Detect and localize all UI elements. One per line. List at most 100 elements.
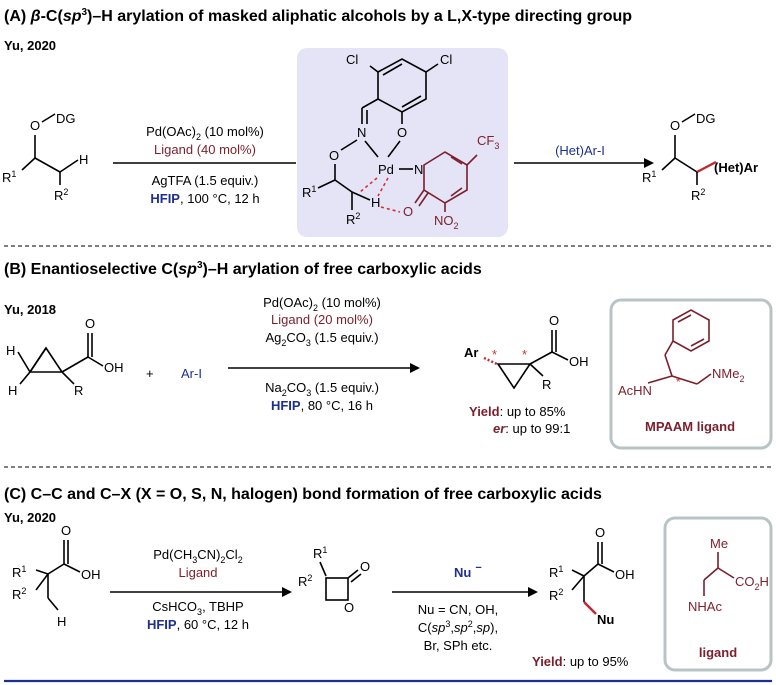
svg-text:Pd: Pd: [378, 162, 394, 177]
section-c-conditions: Pd(CH3CN)2Cl2 Ligand CsHCO3, TBHP HFIP, …: [147, 547, 249, 632]
svg-text:Me: Me: [710, 536, 728, 551]
section-a-reagent: (Het)Ar-I: [555, 143, 605, 158]
section-a-title: (A) β-C(sp3)–H arylation of masked aliph…: [4, 7, 632, 25]
svg-text:Cl: Cl: [346, 52, 358, 67]
svg-text:O: O: [397, 125, 407, 140]
svg-text:*: *: [676, 375, 681, 389]
svg-text:R1: R1: [549, 564, 563, 580]
svg-text:R2: R2: [298, 573, 312, 589]
section-b-yield: Yield: up to 85%: [469, 404, 566, 419]
section-a-conditions: Pd(OAc)2 (10 mol%) Ligand (40 mol%) AgTF…: [146, 124, 264, 206]
svg-text:O: O: [595, 525, 605, 540]
section-c-starting-material: O OH R1 R2 H: [12, 523, 101, 629]
section-c-yield: Yield: up to 95%: [532, 654, 629, 669]
svg-text:R2: R2: [54, 187, 68, 203]
amino-acid-ligand-structure: Me CO2H NHAc ligand: [688, 536, 769, 660]
svg-text:C(sp3,sp2,sp),: C(sp3,sp2,sp),: [418, 619, 498, 635]
svg-text:O: O: [549, 313, 559, 328]
mpaam-ligand-box: [609, 298, 773, 450]
svg-text:H: H: [57, 614, 66, 629]
svg-text:Nu: Nu: [597, 612, 614, 627]
section-b: (B) Enantioselective C(sp3)–H arylation …: [4, 260, 773, 450]
svg-text:R: R: [74, 383, 83, 398]
nu-reagent: Nu−: [454, 562, 482, 580]
svg-text:N: N: [357, 125, 366, 140]
svg-text:Nu = CN, OH,: Nu = CN, OH,: [418, 602, 499, 617]
svg-text:NO2: NO2: [434, 213, 459, 231]
mpaam-ligand-caption: MPAAM ligand: [645, 419, 735, 434]
svg-text:HFIP, 100 °C, 12 h: HFIP, 100 °C, 12 h: [150, 191, 259, 206]
svg-text:DG: DG: [696, 111, 716, 126]
svg-text:O: O: [61, 523, 71, 538]
svg-text:R1: R1: [642, 169, 656, 185]
section-c-title: (C) C–C and C–X (X = O, S, N, halogen) b…: [4, 486, 602, 503]
svg-text:HFIP, 60 °C, 12 h: HFIP, 60 °C, 12 h: [147, 617, 249, 632]
svg-text:H: H: [79, 152, 88, 167]
svg-text:O: O: [403, 204, 413, 219]
section-b-conditions: Pd(OAc)2 (10 mol%) Ligand (20 mol%) Ag2C…: [263, 295, 381, 413]
section-c-product: O OH R1 R2 Nu: [549, 525, 635, 627]
svg-text:Ligand (40 mol%): Ligand (40 mol%): [154, 142, 256, 157]
svg-text:DG: DG: [56, 111, 76, 126]
section-c: (C) C–C and C–X (X = O, S, N, halogen) b…: [4, 486, 773, 672]
section-a-author: Yu, 2020: [4, 38, 56, 53]
amino-acid-ligand-caption: ligand: [699, 645, 737, 660]
svg-text:H: H: [6, 343, 15, 358]
section-a-starting-material: O DG R1 H R2: [2, 111, 88, 203]
section-b-starting-material: H H O OH R: [6, 316, 124, 398]
svg-text:R1: R1: [12, 564, 26, 580]
svg-text:O: O: [329, 148, 339, 163]
svg-text:Pd(OAc)2 (10 mol%): Pd(OAc)2 (10 mol%): [263, 295, 381, 313]
mpaam-ligand-structure: AcHN * NMe2 MPAAM ligand: [618, 309, 744, 434]
svg-text:Ligand: Ligand: [178, 565, 217, 580]
section-b-reagent: Ar-I: [181, 366, 202, 381]
section-c-author: Yu, 2020: [4, 510, 56, 525]
svg-text:R1: R1: [313, 545, 327, 561]
svg-text:O: O: [360, 559, 370, 574]
section-a: (A) β-C(sp3)–H arylation of masked aliph…: [2, 7, 758, 237]
svg-text:OH: OH: [569, 354, 589, 369]
svg-text:AcHN: AcHN: [618, 383, 652, 398]
svg-text:R2: R2: [12, 586, 26, 602]
svg-text:N: N: [414, 162, 423, 177]
amino-acid-ligand-box: [663, 516, 773, 672]
svg-text:R2: R2: [549, 587, 563, 603]
svg-text:R1: R1: [302, 184, 316, 200]
section-b-author: Yu, 2018: [4, 302, 56, 317]
svg-text:CF3: CF3: [477, 133, 499, 151]
svg-text:Br, SPh etc.: Br, SPh etc.: [424, 638, 493, 653]
svg-text:R2: R2: [346, 211, 360, 227]
section-b-er: er: up to 99:1: [493, 421, 570, 436]
nu-scope: Nu = CN, OH, C(sp3,sp2,sp), Br, SPh etc.: [418, 602, 499, 653]
svg-text:Ligand (20 mol%): Ligand (20 mol%): [271, 312, 373, 327]
section-b-title: (B) Enantioselective C(sp3)–H arylation …: [4, 260, 482, 278]
svg-text:R2: R2: [691, 187, 705, 203]
svg-text:HFIP, 80 °C, 16 h: HFIP, 80 °C, 16 h: [271, 398, 373, 413]
svg-text:OH: OH: [615, 567, 635, 582]
svg-text:Ag2CO3 (1.5 equiv.): Ag2CO3 (1.5 equiv.): [265, 330, 378, 348]
svg-text:O: O: [30, 118, 40, 133]
svg-text:*: *: [492, 347, 497, 362]
svg-text:H: H: [8, 383, 17, 398]
svg-text:Pd(OAc)2 (10 mol%): Pd(OAc)2 (10 mol%): [146, 124, 264, 142]
svg-text:R: R: [542, 377, 551, 392]
svg-text:*: *: [522, 347, 527, 362]
beta-lactone: R1 R2 O O: [298, 545, 370, 615]
svg-text:OH: OH: [104, 360, 124, 375]
section-a-product: O DG R1 (Het)Ar R2: [642, 111, 758, 203]
section-b-product: Ar * * O OH R: [464, 313, 589, 392]
svg-text:R1: R1: [2, 169, 16, 185]
svg-text:O: O: [344, 600, 354, 615]
svg-text:CO2H: CO2H: [735, 574, 769, 592]
svg-text:NMe2: NMe2: [712, 366, 744, 384]
svg-text:Na2CO3 (1.5 equiv.): Na2CO3 (1.5 equiv.): [265, 380, 379, 398]
pd-complex-structure: Cl Cl N O O Pd N R1 R2 H: [302, 52, 499, 231]
svg-text:O: O: [85, 316, 95, 331]
svg-text:OH: OH: [81, 567, 101, 582]
svg-text:(Het)Ar: (Het)Ar: [714, 160, 758, 175]
svg-text:Cl: Cl: [440, 52, 452, 67]
svg-text:CsHCO3, TBHP: CsHCO3, TBHP: [152, 599, 243, 617]
svg-text:Pd(CH3CN)2Cl2: Pd(CH3CN)2Cl2: [153, 547, 242, 565]
svg-text:Ar: Ar: [464, 345, 478, 360]
svg-text:NHAc: NHAc: [688, 599, 722, 614]
